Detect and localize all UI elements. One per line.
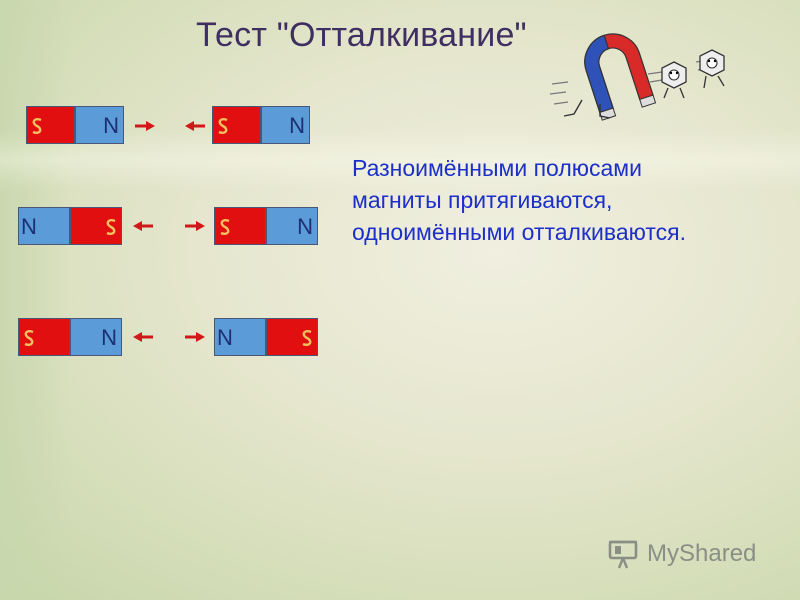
logo-text: MyShared [647,540,757,567]
magnet-row1-left: N [26,106,124,144]
s-pole-mark-icon [106,219,116,235]
s-pole-mark-icon [218,118,228,134]
s-pole-mark-icon [220,219,230,235]
pole-label-n: N [21,214,37,239]
north-pole: N [261,106,310,144]
projector-screen-icon [608,540,638,569]
rule-line-1: Разноимёнными полюсами [352,155,642,181]
s-pole-mark-icon [32,118,42,134]
magnet-row1-right: N [212,106,310,144]
s-pole-mark-icon [302,330,312,346]
rule-line-3: одноимёнными отталкиваются. [352,219,686,245]
rule-line-2: магниты притягиваются, [352,187,613,213]
pole-label-n: N [217,325,233,350]
slide-title: Тест "Отталкивание" [196,16,527,54]
north-pole: N [18,207,70,245]
arrow-icon [185,121,205,131]
north-pole: N [75,106,124,144]
south-pole [70,207,122,245]
magnet-row2-right: N [214,207,318,245]
south-pole [212,106,261,144]
pole-label-n: N [101,325,117,350]
magnet-row3-left: N [18,318,122,356]
south-pole [266,318,318,356]
arrow-icon [185,221,205,231]
north-pole: N [70,318,122,356]
magnet-row2-left: N [18,207,122,245]
pole-label-n: N [289,113,305,138]
arrow-icon [133,332,153,342]
horseshoe-magnet-icon [549,33,725,121]
south-pole [214,207,266,245]
arrow-icon [185,332,205,342]
pole-label-n: N [297,214,313,239]
magnet-row3-right: N [214,318,318,356]
arrow-icon [133,221,153,231]
north-pole: N [266,207,318,245]
s-pole-mark-icon [24,330,34,346]
rule-text: Разноимёнными полюсами магниты притягива… [352,152,772,248]
background-band [0,130,800,190]
myshared-logo[interactable]: MyShared [607,538,767,570]
north-pole: N [214,318,266,356]
south-pole [18,318,70,356]
arrow-icon [135,121,155,131]
background-glow [0,0,70,600]
south-pole [26,106,75,144]
pole-label-n: N [103,113,119,138]
